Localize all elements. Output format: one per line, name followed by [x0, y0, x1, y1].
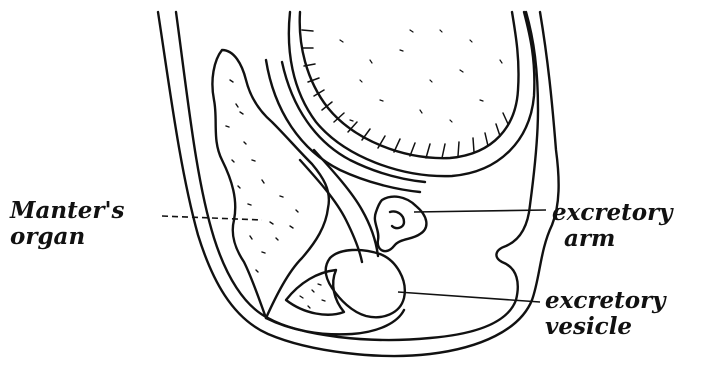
label-manters-organ-line2: organ — [10, 224, 124, 250]
label-excretory-vesicle-line1: excretory — [545, 288, 666, 314]
label-excretory-arm-line1: excretory — [552, 200, 673, 226]
leader-excretory-vesicle — [398, 292, 540, 302]
label-excretory-vesicle-line2: vesicle — [545, 314, 666, 340]
excretory-vesicle-outline — [326, 250, 405, 317]
label-excretory-vesicle: excretory vesicle — [545, 288, 666, 340]
body-wall-outer — [158, 12, 559, 356]
excretory-arm-outline — [375, 197, 427, 252]
label-excretory-arm-line2: arm — [552, 226, 673, 252]
leader-excretory-arm — [414, 210, 546, 212]
label-manters-organ-line1: Manter's — [10, 198, 124, 224]
label-excretory-arm: excretory arm — [552, 200, 673, 252]
label-manters-organ: Manter's organ — [10, 198, 124, 250]
leader-manters-organ — [162, 216, 262, 220]
